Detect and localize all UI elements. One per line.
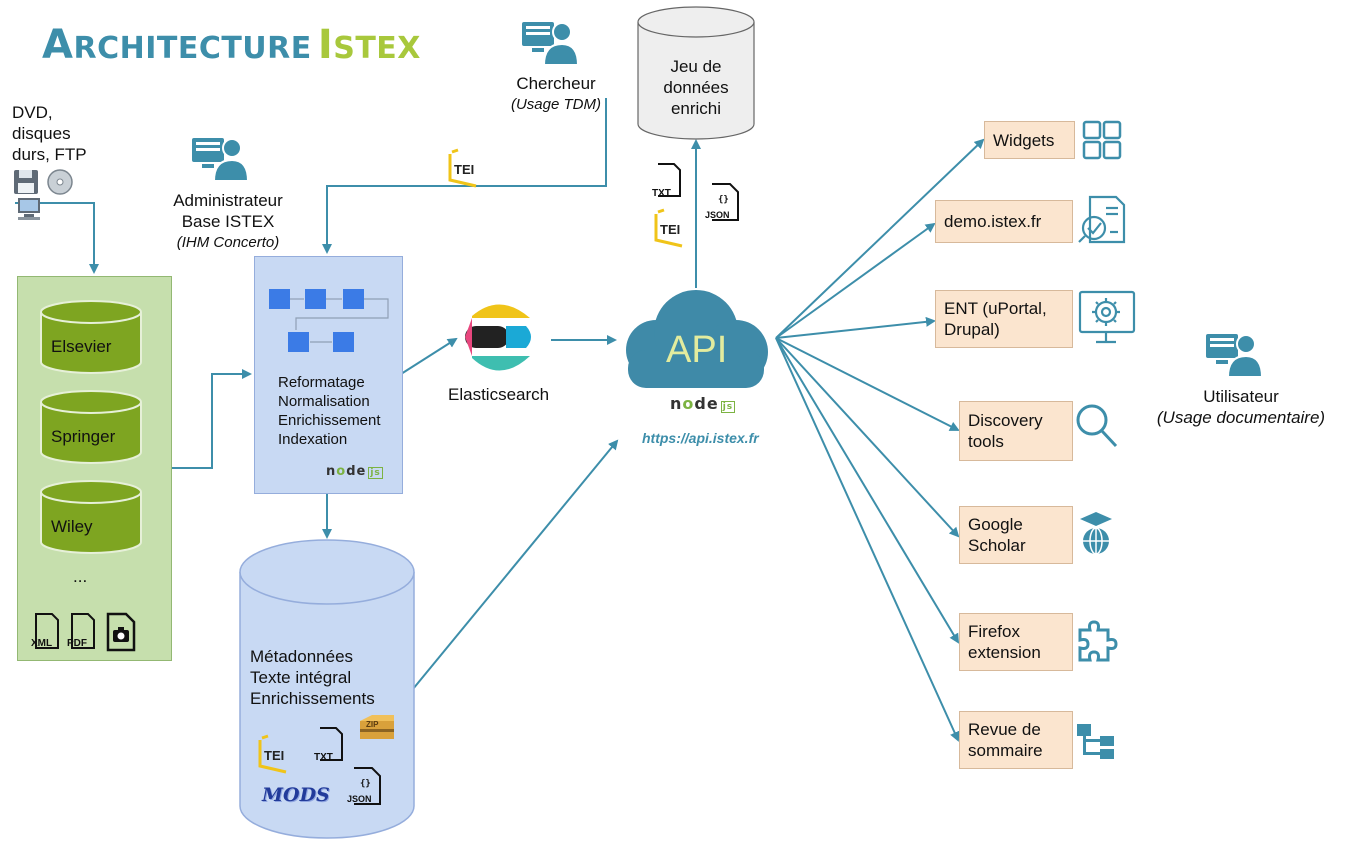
report-check-icon (1078, 195, 1126, 244)
processing-steps: Reformatage Normalisation Enrichissement… (278, 374, 381, 448)
api-to-revue-line (775, 337, 960, 742)
user-label: Utilisateur (Usage documentaire) (1156, 387, 1326, 427)
publisher-springer: Springer (51, 427, 116, 446)
elsevier-db-icon (40, 300, 142, 374)
researcher-to-processing-line (322, 98, 607, 254)
storage-media-icons (14, 169, 73, 220)
publisher-wiley: Wiley (51, 517, 93, 536)
storage-to-api-line (412, 439, 619, 690)
svg-text:{}: {} (718, 195, 729, 205)
image-file-icon (106, 612, 136, 652)
publisher-elsevier: Elsevier (51, 337, 112, 356)
api-to-firefox-line (775, 337, 960, 644)
wiley-db-icon (40, 480, 142, 554)
graduation-globe-icon (1080, 512, 1112, 555)
user-icon (1206, 334, 1262, 378)
elasticsearch-label: Elasticsearch (448, 385, 550, 404)
svg-text:ZIP: ZIP (366, 720, 379, 729)
svg-text:JSON: JSON (347, 794, 372, 804)
svg-text:PDF: PDF (67, 638, 87, 649)
txt-file-icon-storage: TXT (314, 727, 343, 763)
computer-icon (18, 198, 40, 220)
svg-text:TEI: TEI (264, 748, 284, 763)
dataset-label: Jeu de données enrichi (663, 57, 729, 118)
admin-user-icon (192, 138, 248, 182)
svg-text:{}: {} (360, 779, 371, 789)
xml-file-icon: XML (31, 613, 59, 649)
svg-text:JSON: JSON (705, 210, 730, 220)
processing-to-elasticsearch-line (400, 337, 458, 375)
svg-text:TXT: TXT (314, 752, 333, 763)
api-to-ent-line (775, 316, 936, 339)
workflow-diagram-icon (269, 289, 389, 352)
mods-logo: MODS (262, 784, 330, 806)
puzzle-icon (1078, 620, 1118, 662)
pdf-file-icon: PDF (67, 613, 95, 649)
svg-text:API: API (666, 329, 727, 371)
tei-icon-storage: TEI (258, 734, 287, 774)
txt-file-icon-api: TXT (652, 163, 681, 199)
search-icon (1076, 404, 1118, 448)
output-widgets: Widgets (984, 121, 1075, 159)
dataset-database (637, 6, 755, 140)
publisher-databases (40, 300, 142, 554)
json-file-icon-storage: {} JSON (347, 767, 381, 805)
sources-label: DVD, disques durs, FTP (12, 103, 87, 164)
json-file-icon-api: {} JSON (705, 183, 739, 221)
api-to-discovery-line (775, 337, 960, 431)
elasticsearch-logo (465, 304, 531, 371)
springer-db-icon (40, 390, 142, 464)
admin-label: Administrateur Base ISTEX (IHM Concerto) (173, 191, 283, 251)
svg-text:TXT: TXT (652, 188, 671, 199)
researcher-label: Chercheur (Usage TDM) (510, 74, 601, 113)
page-title: ARCHITECTURE ISTEX (42, 22, 421, 68)
zip-archive-icon: ZIP (360, 715, 394, 739)
svg-text:XML: XML (31, 638, 52, 649)
svg-text:TEI: TEI (454, 162, 474, 177)
api-to-widgets-line (775, 138, 985, 339)
output-ent: ENT (uPortal,Drupal) (935, 290, 1073, 348)
publishers-to-processing-line (170, 369, 252, 469)
output-demo-istex: demo.istex.fr (935, 200, 1073, 243)
api-cloud-icon: API (626, 290, 768, 388)
api-to-demo-line (775, 222, 936, 339)
publisher-more: ... (73, 567, 88, 586)
api-to-scholar-line (775, 337, 960, 538)
cd-disc-icon (47, 169, 73, 195)
researcher-user-icon (522, 22, 578, 66)
storage-label: Métadonnées Texte intégral Enrichissemen… (250, 647, 375, 708)
floppy-disk-icon (14, 170, 38, 194)
tree-structure-icon (1077, 724, 1114, 759)
api-url-link[interactable]: https://api.istex.fr (642, 430, 759, 446)
grid-icon (1082, 120, 1122, 160)
sources-to-publishers-line (15, 202, 99, 274)
tei-icon-researcher: TEI (448, 148, 477, 188)
svg-text:TEI: TEI (660, 222, 680, 237)
tei-icon-api: TEI (654, 208, 683, 248)
settings-monitor-icon (1078, 290, 1136, 344)
